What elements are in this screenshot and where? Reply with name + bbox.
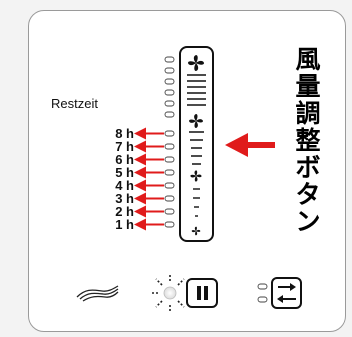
hour-label-5: 5 h	[115, 165, 134, 180]
airflow-wave-icon	[76, 285, 119, 302]
direction-indicator-leds	[257, 283, 268, 303]
pause-button[interactable]	[186, 278, 218, 308]
hour-label-8: 8 h	[115, 126, 134, 141]
hour-label-7: 7 h	[115, 139, 134, 154]
caption-char-7: ン	[295, 207, 321, 236]
direction-switch-button[interactable]	[271, 277, 302, 309]
button-pointer-arrow	[225, 133, 275, 157]
hour-label-2: 2 h	[115, 204, 134, 219]
restzeit-label: Restzeit	[51, 96, 98, 111]
direction-switch-icon	[277, 283, 296, 303]
light-burst-icon	[150, 273, 185, 313]
caption-char-5: ボ	[295, 153, 321, 182]
timer-arrows	[134, 127, 164, 231]
hour-label-4: 4 h	[115, 178, 134, 193]
hour-label-1: 1 h	[115, 217, 134, 232]
hour-label-6: 6 h	[115, 152, 134, 167]
fan-speed-button[interactable]	[179, 46, 214, 242]
caption-char-4: 整	[295, 126, 321, 155]
timer-led-column	[164, 56, 175, 228]
caption-char-3: 調	[295, 99, 321, 128]
hour-label-3: 3 h	[115, 191, 134, 206]
caption-char-2: 量	[295, 72, 321, 101]
caption-char-6: タ	[295, 180, 321, 209]
pause-icon	[197, 286, 208, 300]
caption-char-1: 風	[295, 45, 321, 74]
